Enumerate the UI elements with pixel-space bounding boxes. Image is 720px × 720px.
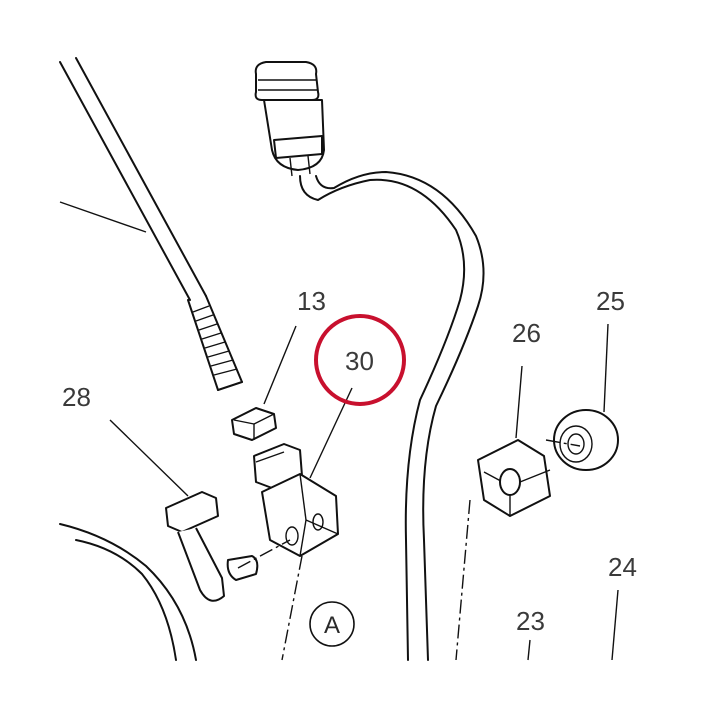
housing-outline bbox=[59, 523, 197, 661]
detail-marker-circle bbox=[309, 601, 355, 647]
assembly-axes bbox=[237, 439, 619, 661]
threaded-rod bbox=[59, 57, 243, 391]
callout-30: 30 bbox=[345, 346, 374, 376]
callout-13: 13 bbox=[297, 286, 326, 316]
callout-28: 28 bbox=[62, 382, 91, 412]
highlight-circle bbox=[314, 314, 406, 406]
cable-connector bbox=[254, 61, 485, 661]
detail-marker-label: A bbox=[324, 612, 340, 639]
nut-13 bbox=[231, 325, 297, 441]
callout-26: 26 bbox=[512, 318, 541, 348]
callout-23: 23 bbox=[516, 606, 545, 636]
callout-25: 25 bbox=[596, 286, 625, 316]
callout-24: 24 bbox=[608, 552, 637, 582]
washer-26 bbox=[477, 365, 551, 517]
clip-28 bbox=[109, 419, 259, 602]
clevis-30 bbox=[253, 387, 353, 557]
bushing-25 bbox=[553, 323, 619, 471]
